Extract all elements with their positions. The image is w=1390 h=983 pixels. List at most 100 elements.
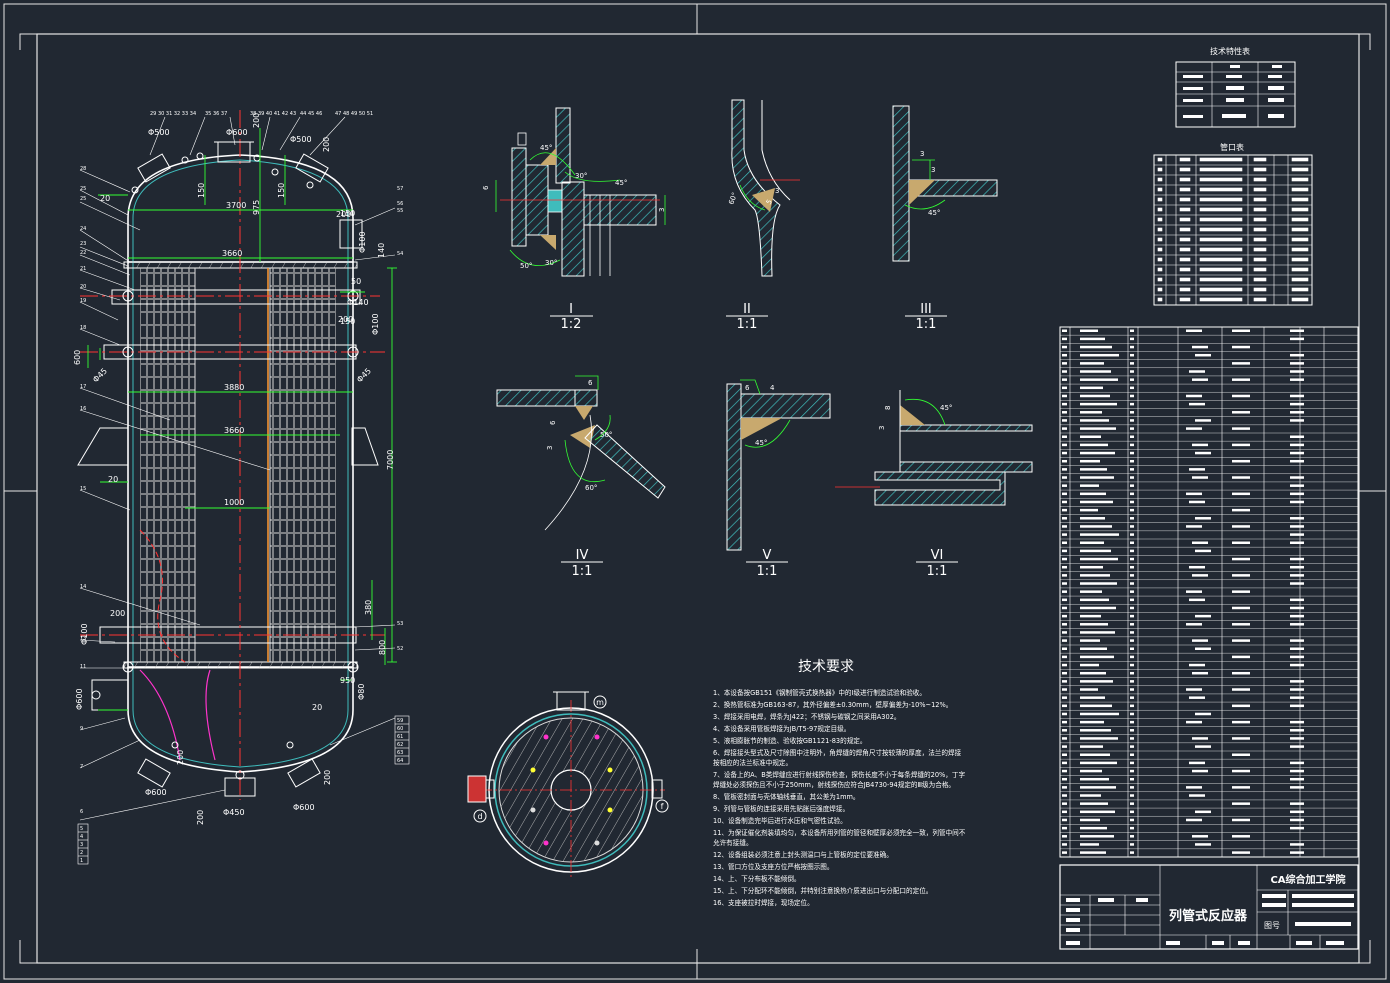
dim-200-top: 200 bbox=[252, 113, 261, 128]
dim-7000: 7000 bbox=[386, 450, 395, 470]
detail-I-scale: 1:2 bbox=[561, 317, 582, 332]
svg-text:9: 9 bbox=[80, 726, 83, 732]
svg-text:45°: 45° bbox=[615, 179, 627, 187]
dim-150-nozzle: 150 bbox=[340, 209, 355, 218]
svg-text:19: 19 bbox=[80, 298, 86, 304]
svg-text:16: 16 bbox=[80, 406, 86, 412]
svg-text:5: 5 bbox=[765, 198, 774, 206]
dim-975: 975 bbox=[252, 200, 261, 215]
dim-phi600-top: Φ600 bbox=[226, 128, 248, 137]
svg-text:50°: 50° bbox=[600, 431, 612, 439]
detail-view-II: 60°35 bbox=[727, 99, 800, 277]
nozzle-letter-m: m bbox=[596, 698, 604, 707]
svg-text:45°: 45° bbox=[940, 404, 952, 412]
plan-view-section: m d f bbox=[467, 691, 669, 880]
dim-phi45-left: Φ45 bbox=[91, 366, 109, 384]
svg-text:53: 53 bbox=[397, 621, 403, 627]
svg-text:3: 3 bbox=[658, 208, 666, 212]
dim-380: 380 bbox=[364, 600, 373, 615]
dim-phi45-right: Φ45 bbox=[355, 366, 373, 384]
nozzle-table-title: 管口表 bbox=[1220, 142, 1244, 152]
technical-requirements: 技术要求 1、本设备按GB151《钢制管壳式换热器》中的I级进行制造试验和验收。… bbox=[713, 659, 966, 907]
tech-req-item: 按相应的法兰标准中规定。 bbox=[713, 758, 792, 767]
dim-800: 800 bbox=[378, 640, 387, 655]
svg-text:20: 20 bbox=[80, 284, 86, 290]
dim-20-bottom: 20 bbox=[312, 703, 322, 712]
svg-text:60: 60 bbox=[397, 726, 403, 732]
dim-phi600-bottom-right: Φ600 bbox=[293, 803, 315, 812]
tech-req-item: 5、液相膨胀节的制造、验收按GB1121-83的规定。 bbox=[713, 736, 866, 745]
detail-view-III: 345°3 bbox=[892, 105, 998, 262]
tech-req-item: 14、上、下分布板不能倾倒。 bbox=[713, 874, 801, 883]
dim-950: 950 bbox=[340, 676, 355, 685]
tech-req-item: 10、设备制造完毕后进行水压和气密性试验。 bbox=[713, 816, 847, 825]
detail-view-V: 45° 6 4 bbox=[726, 379, 831, 551]
dim-1000: 1000 bbox=[224, 498, 244, 507]
dim-phi140: Φ140 bbox=[347, 298, 369, 307]
tech-char-title: 技术特性表 bbox=[1210, 46, 1250, 56]
svg-text:44 45 46: 44 45 46 bbox=[300, 111, 322, 117]
svg-text:15: 15 bbox=[80, 486, 86, 492]
svg-text:1: 1 bbox=[80, 858, 83, 864]
dim-phi100-left: Φ100 bbox=[80, 623, 89, 645]
tech-req-item: 16、支座被拉时焊接，现场定位。 bbox=[713, 898, 814, 907]
svg-text:3: 3 bbox=[920, 150, 924, 158]
svg-text:4: 4 bbox=[770, 384, 775, 392]
tech-req-item: 6、焊接接头型式及尺寸除图中注明外，角焊缝的焊角尺寸按较薄的厚度，法兰的焊接 bbox=[713, 748, 962, 757]
dim-200-lower-right: 200 bbox=[323, 770, 332, 785]
svg-text:6: 6 bbox=[745, 384, 750, 392]
drawing-no-label: 图号 bbox=[1264, 921, 1280, 930]
dim-3700: 3700 bbox=[226, 201, 246, 210]
svg-text:3: 3 bbox=[80, 842, 83, 848]
svg-text:21: 21 bbox=[80, 266, 86, 272]
svg-text:22: 22 bbox=[80, 250, 86, 256]
tech-req-item: 7、设备上的A、B类焊缝应进行射线探伤检查，探伤长度不小于每条焊缝的20%，丁字 bbox=[713, 770, 965, 779]
dim-140: 140 bbox=[377, 243, 386, 258]
sheet-frame bbox=[3, 3, 1387, 980]
svg-text:45°: 45° bbox=[928, 209, 940, 217]
svg-text:24: 24 bbox=[80, 226, 86, 232]
svg-text:62: 62 bbox=[397, 742, 403, 748]
svg-text:3: 3 bbox=[546, 446, 554, 450]
detail-VI-scale: 1:1 bbox=[927, 564, 948, 579]
tech-req-item: 焊缝处必须探伤且不小于250mm，射线探伤应符合JB4730-94规定的Ⅲ级为合… bbox=[713, 780, 955, 789]
svg-text:29 30 31 32 33 34: 29 30 31 32 33 34 bbox=[150, 111, 196, 117]
svg-text:5: 5 bbox=[80, 826, 83, 832]
dim-3660-mid: 3660 bbox=[224, 426, 244, 435]
tech-characteristics-table: 技术特性表 bbox=[1175, 46, 1296, 128]
drawing-title: 列管式反应器 bbox=[1169, 908, 1248, 924]
detail-IV-scale: 1:1 bbox=[572, 564, 593, 579]
title-block: CA综合加工学院 列管式反应器 图号 bbox=[1059, 864, 1359, 950]
svg-text:25: 25 bbox=[80, 186, 86, 192]
svg-text:59: 59 bbox=[397, 718, 403, 724]
svg-text:45°: 45° bbox=[755, 439, 767, 447]
nozzle-letter-d: d bbox=[477, 812, 482, 821]
svg-text:28: 28 bbox=[80, 166, 86, 172]
svg-text:3: 3 bbox=[775, 187, 779, 195]
main-vessel-elevation: 3700 3660 3880 3660 1000 7000 975 150 15… bbox=[73, 110, 410, 865]
svg-text:25: 25 bbox=[80, 196, 86, 202]
svg-text:11: 11 bbox=[80, 664, 86, 670]
svg-text:45°: 45° bbox=[540, 144, 552, 152]
svg-text:3: 3 bbox=[878, 426, 886, 430]
detail-IV-label: IV bbox=[576, 548, 589, 563]
svg-text:6: 6 bbox=[80, 809, 83, 815]
svg-text:4: 4 bbox=[80, 834, 83, 840]
dim-50: 50 bbox=[351, 277, 361, 286]
detail-VI-label: VI bbox=[931, 548, 944, 563]
dim-phi600-bottom-left: Φ600 bbox=[145, 788, 167, 797]
svg-text:8: 8 bbox=[884, 406, 892, 410]
dim-200-topright: 200 bbox=[322, 137, 331, 152]
svg-text:61: 61 bbox=[397, 734, 403, 740]
svg-text:35 36 37: 35 36 37 bbox=[205, 111, 227, 117]
svg-text:57: 57 bbox=[397, 186, 403, 192]
dim-phi450: Φ450 bbox=[223, 808, 245, 817]
tech-req-item: 11、为保证催化剂装填均匀，本设备所用列管的管径和壁厚必须完全一致，列管中间不 bbox=[713, 828, 966, 837]
svg-text:6: 6 bbox=[549, 420, 557, 425]
detail-II-label: II bbox=[743, 302, 751, 317]
svg-text:38 39 40 41 42 43: 38 39 40 41 42 43 bbox=[250, 111, 296, 117]
tech-req-item: 13、管口方位及支座方位严格按图示图。 bbox=[713, 862, 833, 871]
dim-150-right: 150 bbox=[277, 183, 286, 198]
detail-view-VI: 45° 3 8 bbox=[835, 390, 1033, 506]
detail-II-scale: 1:1 bbox=[737, 317, 758, 332]
